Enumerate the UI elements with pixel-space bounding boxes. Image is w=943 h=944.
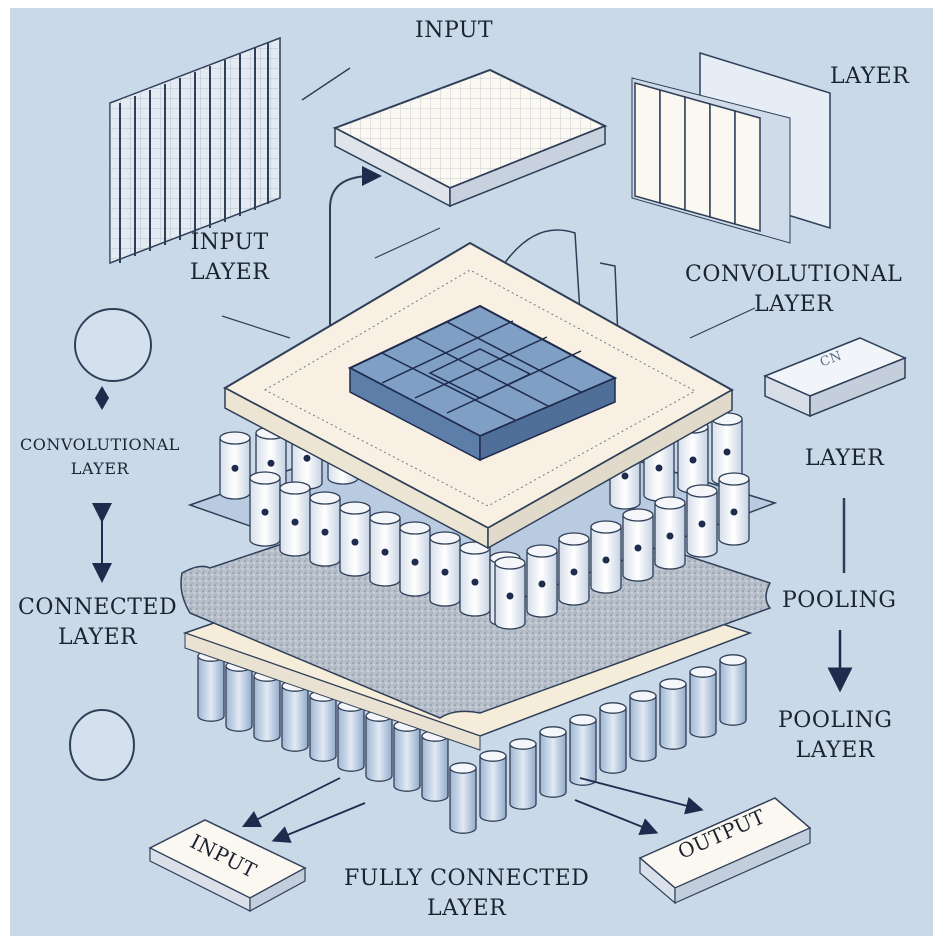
neuron-cylinder xyxy=(430,532,460,606)
neuron-cylinder xyxy=(623,509,653,581)
neuron-cylinder xyxy=(220,432,250,499)
node-circle-top xyxy=(75,309,151,381)
neuron-cylinder xyxy=(527,545,557,617)
node-circle-bottom xyxy=(70,710,134,780)
label-pooling: POOLING xyxy=(782,588,897,613)
label-layer-mid-right: LAYER xyxy=(805,446,884,471)
neuron-cylinder xyxy=(310,691,336,761)
label-pooling-layer-line1: POOLING xyxy=(778,706,893,736)
label-conv-right-line2: LAYER xyxy=(685,290,902,320)
label-fully-line1: FULLY CONNECTED xyxy=(344,864,589,894)
label-conv-right-line1: CONVOLUTIONAL xyxy=(685,260,902,290)
arrow-feature-map xyxy=(302,68,350,100)
layer-pages xyxy=(632,53,830,243)
neuron-cylinder xyxy=(280,482,310,556)
label-pooling-layer: POOLING LAYER xyxy=(778,706,893,766)
neuron-cylinder xyxy=(510,739,536,809)
label-input-layer-line1: INPUT xyxy=(190,228,269,258)
neuron-cylinder xyxy=(282,681,308,751)
neuron-cylinder xyxy=(198,651,224,721)
label-fully-line2: LAYER xyxy=(344,894,589,924)
label-layer-top-right: LAYER xyxy=(830,64,909,89)
neuron-cylinder xyxy=(250,472,280,546)
neuron-cylinder xyxy=(450,763,476,833)
output-box xyxy=(640,798,810,903)
label-connected-layer: CONNECTED LAYER xyxy=(18,593,177,653)
neuron-cylinder xyxy=(254,671,280,741)
label-input-top: INPUT xyxy=(415,18,493,43)
label-input-layer-line2: LAYER xyxy=(190,258,269,288)
neuron-cylinder xyxy=(226,661,252,731)
neuron-cylinder xyxy=(591,521,621,593)
label-pooling-layer-line2: LAYER xyxy=(778,736,893,766)
neuron-cylinder xyxy=(600,703,626,773)
neuron-cylinder xyxy=(687,485,717,557)
label-convolutional-layer-left: CONVOLUTIONAL LAYER xyxy=(20,433,180,481)
input-grid-plate xyxy=(335,70,605,206)
neuron-cylinder xyxy=(540,727,566,797)
neuron-cylinder xyxy=(338,701,364,771)
label-fully-connected-layer: FULLY CONNECTED LAYER xyxy=(344,864,589,924)
label-conv-left-line2: LAYER xyxy=(20,457,180,481)
neuron-cylinder xyxy=(310,492,340,566)
neuron-cylinder xyxy=(690,667,716,737)
label-connected-line2: LAYER xyxy=(18,623,177,653)
neuron-cylinder xyxy=(655,497,685,569)
neuron-cylinder xyxy=(660,679,686,749)
label-conv-left-line1: CONVOLUTIONAL xyxy=(20,433,180,457)
neuron-cylinder xyxy=(370,512,400,586)
neuron-cylinder xyxy=(720,655,746,725)
neuron-cylinder xyxy=(422,731,448,801)
neuron-cylinder xyxy=(400,522,430,596)
neuron-cylinder xyxy=(460,542,490,616)
neuron-cylinder xyxy=(394,721,420,791)
neuron-cylinder xyxy=(340,502,370,576)
neuron-cylinder xyxy=(480,751,506,821)
label-connected-line1: CONNECTED xyxy=(18,593,177,623)
neuron-cylinder xyxy=(559,533,589,605)
neuron-cylinder xyxy=(719,473,749,545)
diagram-canvas: INPUT LAYER INPUT LAYER CONVOLUTIONAL LA… xyxy=(10,8,933,936)
label-convolutional-layer-right: CONVOLUTIONAL LAYER xyxy=(685,260,902,320)
neuron-cylinder xyxy=(495,557,525,629)
neuron-cylinder xyxy=(570,715,596,785)
label-input-layer: INPUT LAYER xyxy=(190,228,269,288)
neuron-cylinder xyxy=(366,711,392,781)
neuron-cylinder xyxy=(630,691,656,761)
